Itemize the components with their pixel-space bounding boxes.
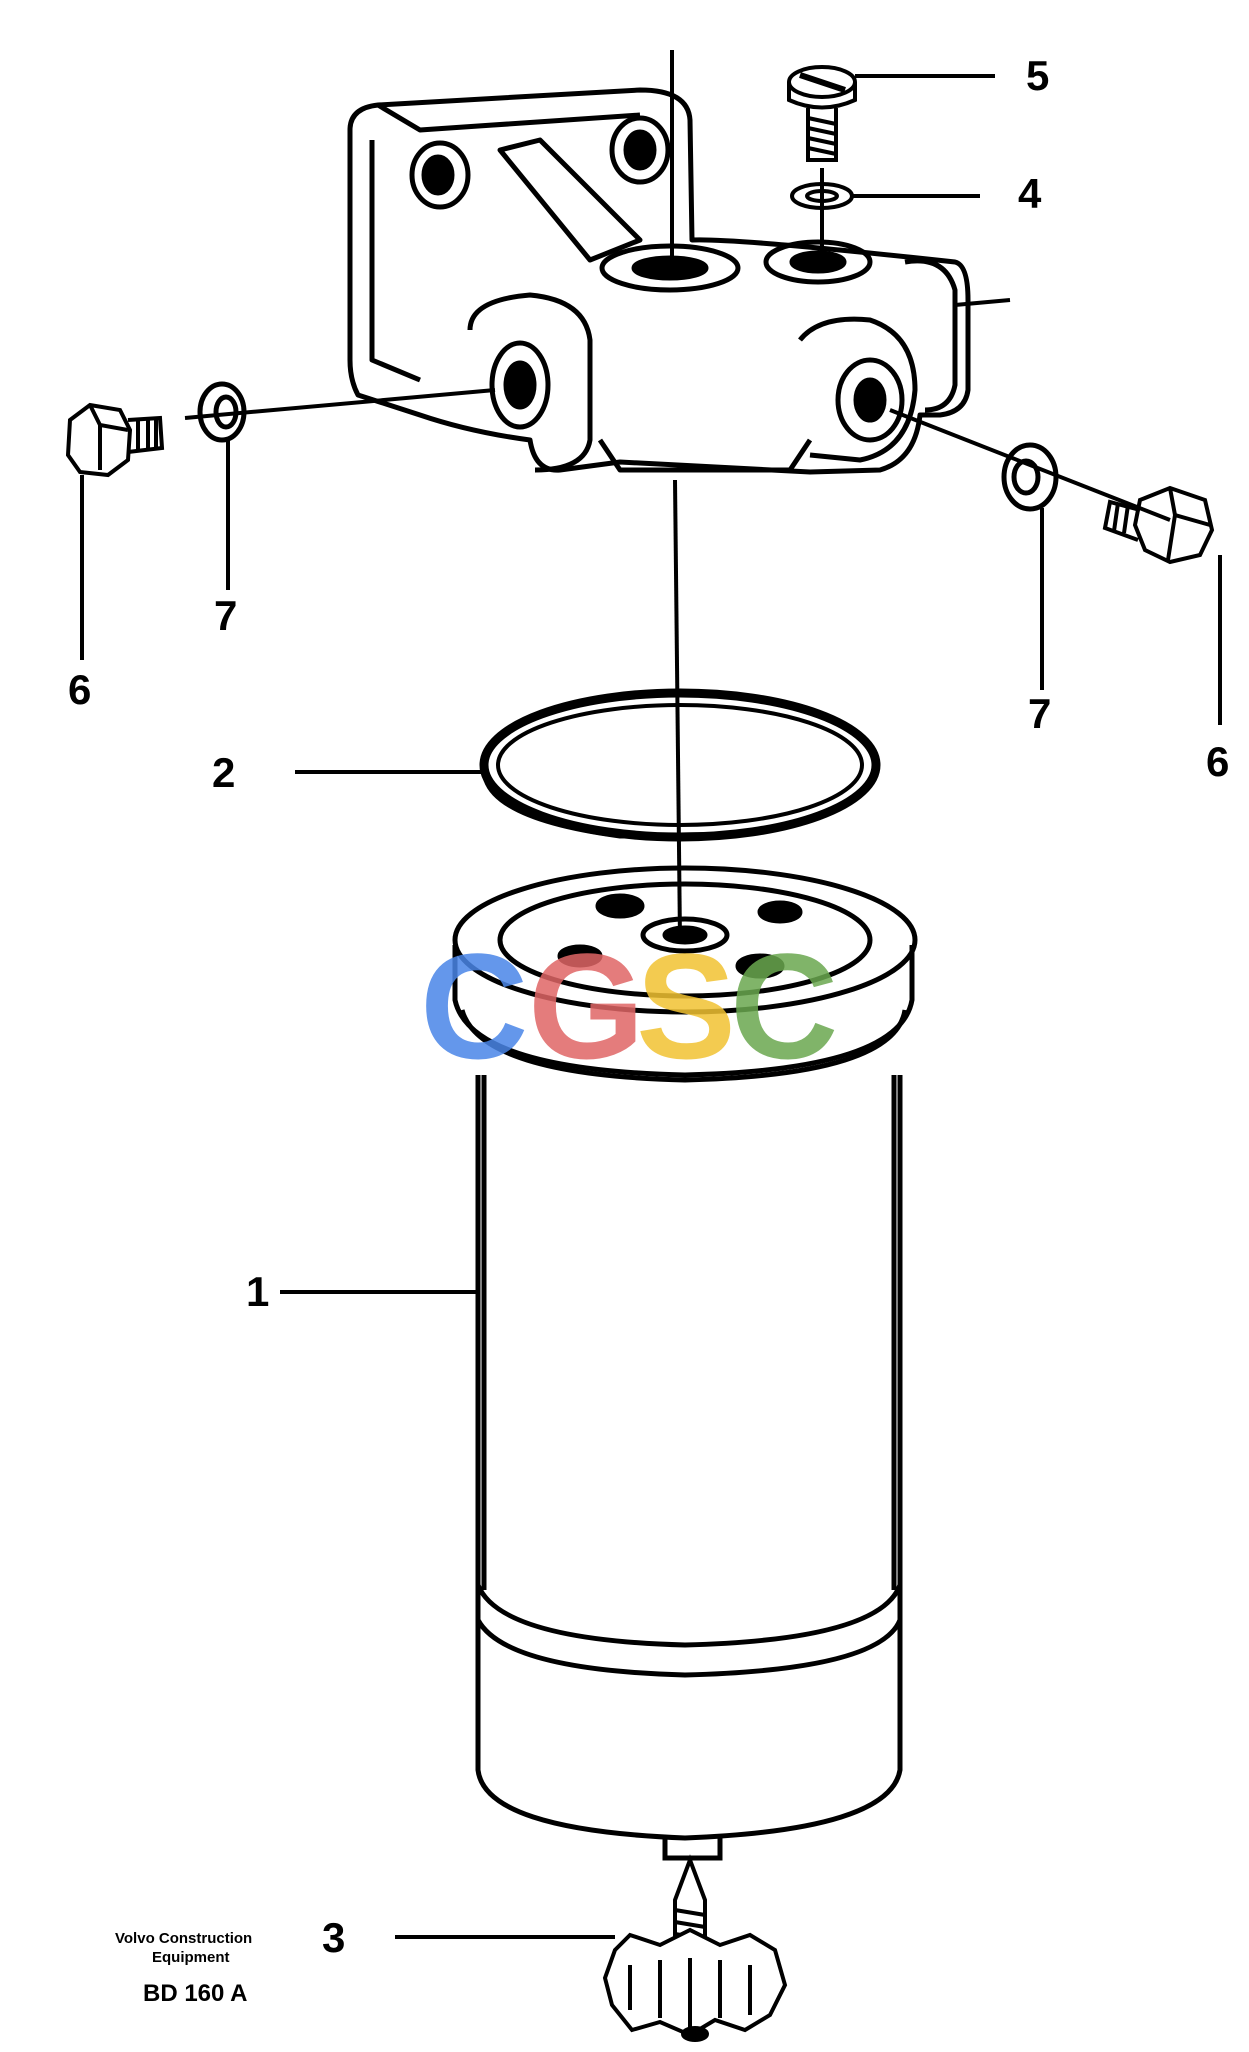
callout-2: 2 (212, 749, 235, 796)
watermark: C G S C (420, 922, 838, 1090)
callout-7-left: 7 (214, 592, 237, 639)
footer-company-line1: Volvo Construction (115, 1930, 252, 1947)
bolt-part-6-right (1102, 485, 1215, 565)
screw-part-5 (787, 65, 857, 162)
callout-1: 1 (246, 1268, 269, 1315)
footer: Volvo Construction Equipment BD 160 A (115, 1930, 252, 2007)
leader-lines (80, 74, 1222, 1939)
callouts: 5 4 7 6 7 6 2 1 3 (68, 52, 1229, 1961)
assembly-axis (184, 50, 1171, 941)
callout-5: 5 (1026, 52, 1049, 99)
callout-7-right: 7 (1028, 690, 1051, 737)
bolt-part-6-left (65, 402, 165, 478)
watermark-letter-1: C (420, 922, 528, 1090)
drain-valve-part-3 (602, 1854, 788, 2042)
callout-4: 4 (1018, 170, 1042, 217)
watermark-letter-2: G (528, 922, 645, 1090)
filter-head (347, 87, 971, 475)
watermark-letter-3: S (636, 922, 736, 1090)
callout-6-left: 6 (68, 666, 91, 713)
watermark-letter-4: C (730, 922, 838, 1090)
washer-part-7-right (1001, 442, 1059, 512)
callout-6-right: 6 (1206, 738, 1229, 785)
footer-drawing-code: BD 160 A (143, 1980, 247, 2007)
footer-company-line2: Equipment (152, 1949, 230, 1966)
filter-cartridge-part-1 (452, 865, 918, 1861)
callout-3: 3 (322, 1914, 345, 1961)
